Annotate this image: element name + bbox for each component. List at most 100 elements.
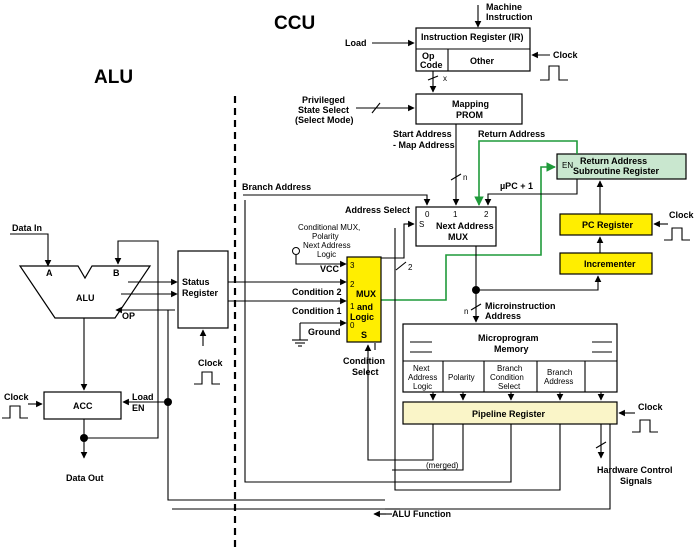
- return-address-green-wire: [474, 140, 578, 206]
- field-branch-condition-label: Branch: [497, 364, 522, 373]
- field-next-label: Next: [413, 364, 430, 373]
- clock-acc-pulse-icon: [2, 405, 28, 419]
- pipeline-label: Pipeline Register: [472, 409, 546, 419]
- ras-label-1: Return Address: [580, 156, 647, 166]
- memory-label-1: Microprogram: [478, 333, 539, 343]
- status-label: Status: [182, 277, 210, 287]
- cond-mux-input-3: 3: [350, 261, 355, 270]
- condition2-label: Condition 2: [292, 287, 342, 297]
- acc-label: ACC: [73, 401, 93, 411]
- load-label: Load: [345, 38, 367, 48]
- alu-input-a: A: [46, 268, 53, 278]
- hardware-control-label-2: Signals: [620, 476, 652, 486]
- two-width-label: 2: [408, 263, 413, 272]
- field-branch-condition-label-3: Select: [498, 382, 521, 391]
- clock-status-pulse-icon: [194, 371, 220, 385]
- cond-mux-label: Conditional MUX,: [298, 223, 360, 232]
- branch-address-wire: [243, 194, 431, 206]
- alu-function-label: ALU Function: [392, 509, 451, 519]
- alu-label: ALU: [76, 293, 95, 303]
- condition1-label: Condition 1: [292, 306, 342, 316]
- privileged-label-2: State Select: [298, 105, 349, 115]
- status-register: [177, 250, 229, 329]
- clock-pc-pulse-icon: [664, 227, 690, 241]
- clock-ir-pulse-icon: [540, 65, 568, 81]
- field-next-label-2: Address: [408, 373, 437, 382]
- incrementer-label: Incrementer: [584, 259, 636, 269]
- memory-label-2: Memory: [494, 344, 529, 354]
- cond-mux-label-3: Next Address: [303, 241, 351, 250]
- mux-enable-green-wire: [381, 162, 556, 301]
- cond-mux-input-2: 2: [350, 280, 355, 289]
- hardware-control-label: Hardware Control: [597, 465, 673, 475]
- data-in-wire: [10, 233, 52, 267]
- x-width-label: x: [443, 74, 447, 83]
- return-address-register: [556, 153, 687, 180]
- cond-mux-input-1: 1: [350, 302, 355, 311]
- n-width-mid: n: [464, 307, 468, 316]
- condition-select-label-2: Select: [352, 367, 379, 377]
- micro-address-label-2: Address: [485, 311, 521, 321]
- cond-mux-label-2: Polarity: [312, 232, 339, 241]
- field-branch-address-label: Branch: [547, 368, 572, 377]
- acc-load-label: Load: [132, 392, 154, 402]
- alu-heading: ALU: [94, 67, 133, 88]
- microprogram-memory: [402, 323, 618, 393]
- ground-label: Ground: [308, 327, 341, 337]
- vcc-label: VCC: [320, 264, 340, 274]
- pc-register: [559, 213, 653, 236]
- op-signal-label: OP: [122, 311, 135, 321]
- privileged-label: Privileged: [302, 95, 345, 105]
- machine-instruction-label-2: Instruction: [486, 12, 533, 22]
- next-address-mux: [415, 206, 497, 247]
- accumulator: [43, 391, 122, 420]
- merged-feedback-wire: [364, 344, 434, 461]
- mux-select-s: S: [419, 220, 424, 229]
- alu-input-b: B: [113, 268, 120, 278]
- code-label: Code: [420, 60, 443, 70]
- start-address-label-2: - Map Address: [393, 140, 455, 150]
- other-label: Other: [470, 56, 495, 66]
- mapping-label: Mapping: [452, 99, 489, 109]
- branch-address-label: Branch Address: [242, 182, 311, 192]
- clock-ir-label: Clock: [553, 50, 579, 60]
- field-next-label-3: Logic: [413, 382, 432, 391]
- ccu-heading: CCU: [274, 13, 315, 34]
- data-out-label: Data Out: [66, 473, 104, 483]
- cond-mux-label-4: Logic: [317, 250, 336, 259]
- field-branch-condition-label-2: Condition: [490, 373, 524, 382]
- field-branch-address-label-2: Address: [544, 377, 573, 386]
- condition-select-label: Condition: [343, 356, 385, 366]
- address-select-label: Address Select: [345, 205, 410, 215]
- ir-label: Instruction Register (IR): [421, 32, 524, 42]
- clock-pipe-pulse-icon: [632, 419, 658, 433]
- mux-input-2: 2: [484, 210, 489, 219]
- pipeline-register: [402, 401, 618, 425]
- cond-mux-label-s: S: [361, 330, 367, 340]
- start-address-label: Start Address: [393, 129, 452, 139]
- clock-pipe-label: Clock: [638, 402, 664, 412]
- en-label: EN: [562, 161, 573, 170]
- privileged-label-3: (Select Mode): [295, 115, 354, 125]
- clock-acc-label: Clock: [4, 392, 30, 402]
- cond-mux-label-mux: MUX: [356, 289, 376, 299]
- mux-input-1: 1: [453, 210, 458, 219]
- pc-register-label: PC Register: [582, 220, 634, 230]
- cond-mux-input-0: 0: [350, 321, 355, 330]
- ras-label-2: Subroutine Register: [573, 166, 660, 176]
- machine-instruction-label: Machine: [486, 2, 522, 12]
- cond-mux-label-and: and: [357, 302, 373, 312]
- upc-plus-one-label: µPC + 1: [500, 181, 533, 191]
- op-label: Op: [422, 51, 435, 61]
- micro-address-label-1: Microinstruction: [485, 301, 556, 311]
- mapping-prom: [415, 93, 523, 125]
- merged-label: (merged): [426, 461, 459, 470]
- next-address-mux-label: MUX: [448, 232, 468, 242]
- clock-pc-label: Clock: [669, 210, 695, 220]
- next-address-label: Next Address: [436, 221, 494, 231]
- return-address-label: Return Address: [478, 129, 545, 139]
- acc-en-label: EN: [132, 403, 145, 413]
- incrementer: [559, 252, 653, 275]
- alu-block: [18, 265, 152, 319]
